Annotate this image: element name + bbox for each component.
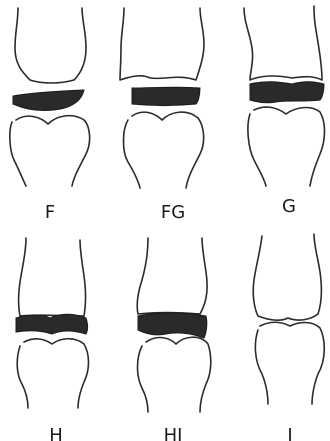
epiphysis-cap-hi	[138, 313, 207, 338]
lower-bone-fg	[124, 112, 204, 188]
upper-bone-hi	[137, 238, 207, 314]
panel-i	[253, 234, 324, 404]
stage-label-fg: FG	[143, 204, 203, 222]
panel-g	[244, 6, 325, 186]
epiphysis-cap-f	[13, 90, 84, 111]
stage-label-f: F	[20, 204, 80, 222]
epiphysis-cap-h	[16, 314, 88, 334]
panel-f	[10, 8, 90, 186]
upper-bone-g	[244, 6, 322, 80]
lower-bone-f	[10, 116, 90, 186]
lower-bone-g	[248, 107, 325, 186]
stage-label-g: G	[259, 198, 319, 216]
lower-bone-hi	[138, 337, 211, 412]
epiphysis-cap-fg	[132, 87, 200, 105]
lower-bone-i	[255, 322, 324, 404]
epiphysis-cap-g	[250, 82, 324, 103]
upper-bone-h	[19, 238, 86, 316]
panel-h	[16, 238, 89, 408]
upper-bone-fg	[120, 8, 204, 80]
upper-bone-f	[15, 8, 86, 83]
stage-label-i: I	[260, 427, 320, 441]
lower-bone-h	[17, 339, 88, 408]
upper-bone-i	[253, 234, 321, 320]
panel-fg	[120, 8, 204, 188]
stage-label-hi: HI	[143, 427, 203, 441]
stage-label-h: H	[26, 427, 86, 441]
panel-hi	[137, 238, 211, 412]
